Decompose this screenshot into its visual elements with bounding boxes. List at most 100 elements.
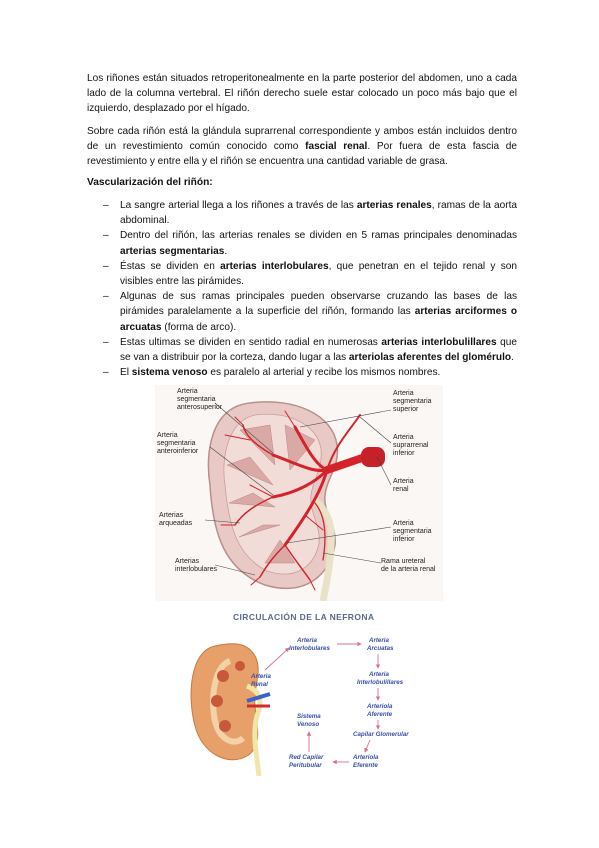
bullet-dash: – bbox=[103, 260, 109, 272]
leader-lines bbox=[204, 402, 392, 576]
label-supra-line2: suprarrenal bbox=[393, 442, 429, 449]
interlobular-arteries bbox=[220, 410, 324, 591]
figure2-title: CIRCULACIÓN DE LA NEFRONA bbox=[233, 611, 374, 622]
kidney-pyramids bbox=[211, 661, 245, 732]
term-arterias-interlobulillares: arterias interlobulillares bbox=[381, 336, 497, 348]
arrow-capilar-to-efer bbox=[364, 739, 371, 753]
label-seg-antsup-line2: segmentaria bbox=[177, 396, 216, 403]
node-interlobul-line2: Interlobulillares bbox=[357, 679, 404, 686]
label-renal-line2: renal bbox=[393, 486, 409, 493]
kidney-arteries-figure: Arteria segmentaria anterosuperior Arter… bbox=[155, 385, 443, 601]
node-afer-line1: Arteriola bbox=[366, 703, 393, 710]
term-arterias-arciformes: arterias arciformes o arcuatas bbox=[120, 306, 517, 333]
kidney-illustration bbox=[190, 643, 271, 777]
bullet-text: . bbox=[224, 245, 228, 257]
label-renal-line1: Arteria bbox=[393, 478, 414, 485]
anterosuperior-segmental-artery bbox=[271, 453, 329, 473]
label-ureteral-line1: Rama ureteral bbox=[381, 558, 426, 565]
label-seg-antinf-line1: Arteria bbox=[157, 432, 178, 439]
list-item: –Éstas se dividen en arterias interlobul… bbox=[87, 259, 517, 289]
pyramid bbox=[235, 661, 245, 671]
label-interlob-line1: Arterias bbox=[175, 558, 200, 565]
node-arc-line2: Arcuatas bbox=[366, 645, 394, 652]
term-arterias-segmentarias: arterias segmentarias bbox=[120, 245, 225, 257]
renal-artery-origin bbox=[361, 447, 385, 467]
arterial-tree bbox=[220, 410, 369, 591]
term-arteriolas-aferentes: arteriolas aferentes del glomérulo bbox=[348, 352, 512, 364]
node-interlob-line1: Arteria bbox=[296, 637, 318, 644]
term-arterias-renales: arterias renales bbox=[356, 200, 432, 211]
label-seg-sup-line2: segmentaria bbox=[393, 398, 432, 405]
label-supra-line1: Arteria bbox=[393, 434, 414, 441]
label-seg-sup-line3: superior bbox=[393, 406, 419, 413]
bullet-text: Estas ultimas se dividen en sentido radi… bbox=[120, 336, 382, 348]
arrow-renal-to-interlob bbox=[264, 647, 290, 671]
label-arq-line2: arqueadas bbox=[159, 520, 193, 527]
label-ureteral-line2: de la arteria renal bbox=[381, 566, 436, 573]
flow-nodes: Arteria Renal Arteria Interlobulares Art… bbox=[250, 637, 409, 769]
pyramid bbox=[264, 539, 296, 564]
label-seg-antsup-line1: Arteria bbox=[177, 388, 198, 395]
pyramid bbox=[226, 456, 274, 486]
node-interlob-line2: Interlobulares bbox=[289, 645, 330, 652]
renal-vein bbox=[246, 692, 271, 703]
label-arq-line1: Arterias bbox=[159, 512, 184, 519]
section-heading: Vascularización del riñón: bbox=[87, 177, 213, 188]
leader-line bbox=[376, 456, 392, 486]
node-renal-line1: Arteria bbox=[250, 673, 272, 680]
leader-line bbox=[286, 526, 392, 544]
node-venoso-line1: Sistema bbox=[297, 713, 321, 720]
leader-line bbox=[214, 402, 274, 454]
flow-arrows bbox=[264, 641, 381, 765]
bullet-dash: – bbox=[103, 367, 109, 379]
node-afer-line2: Aferente bbox=[366, 711, 393, 718]
superior-segmental-artery bbox=[293, 425, 329, 472]
list-item: –Dentro del riñón, las arterias renales … bbox=[87, 228, 517, 258]
leader-line bbox=[214, 564, 256, 576]
node-interlobul-line1: Arteria bbox=[368, 671, 390, 678]
nephron-circulation-figure: CIRCULACIÓN DE LA NEFRONA Arteria Renal … bbox=[190, 611, 409, 777]
bullet-text: , que penetran en el tejido renal y son … bbox=[120, 260, 517, 288]
bullet-text: es paralelo al arterial y recibe los mis… bbox=[207, 367, 441, 379]
list-item: –Algunas de sus ramas principales pueden… bbox=[87, 289, 517, 335]
bullet-dash: – bbox=[103, 230, 109, 242]
list-item: –Estas ultimas se dividen en sentido rad… bbox=[87, 335, 517, 365]
bullet-text: La sangre arterial llega a los riñones a… bbox=[120, 200, 357, 211]
figure1-labels: Arteria segmentaria anterosuperior Arter… bbox=[157, 388, 436, 573]
bullet-text: , ramas de la aorta abdominal. bbox=[120, 200, 517, 227]
leader-line bbox=[209, 446, 274, 496]
term-fascial-renal: fascial renal bbox=[305, 141, 368, 153]
vascular-bullet-list: – La sangre arterial llega a los riñones … bbox=[87, 198, 517, 380]
node-arc-line1: Arteria bbox=[368, 637, 390, 644]
bullet-text: Éstas se dividen en bbox=[120, 260, 221, 272]
node-capilar: Capilar Glomerular bbox=[353, 731, 409, 738]
paragraph-location-text: Los riñones están situados retroperitone… bbox=[87, 73, 517, 115]
anteroinferior-segmental-artery bbox=[271, 468, 329, 499]
ureter bbox=[312, 497, 335, 601]
bullet-text: (forma de arco). bbox=[161, 321, 237, 333]
paragraph-fascia-text-end: . Por fuera de esta fascia de revestimie… bbox=[87, 141, 517, 168]
paragraph-fascia: Sobre cada riñón está la glándula suprar… bbox=[87, 124, 517, 170]
ureter bbox=[245, 683, 263, 777]
pyramid bbox=[228, 492, 276, 508]
bullet-text: . bbox=[511, 352, 514, 364]
paragraph-location: Los riñones están situados retroperitone… bbox=[87, 71, 517, 117]
leader-line bbox=[299, 409, 392, 428]
pyramid bbox=[284, 424, 316, 471]
node-renal-line2: Renal bbox=[251, 681, 268, 688]
node-venoso-line2: Venoso bbox=[297, 721, 319, 728]
leader-line bbox=[204, 519, 241, 524]
label-seg-sup-line1: Arteria bbox=[393, 390, 414, 397]
bullet-text: que se van a distribuir por la corteza, … bbox=[120, 336, 517, 364]
bullet-text: Algunas de sus ramas principales pueden … bbox=[120, 291, 517, 318]
term-arterias-interlobulares: arterias interlobulares bbox=[220, 260, 329, 272]
label-seg-inf-line1: Arteria bbox=[393, 520, 414, 527]
label-interlob-line2: interlobulares bbox=[175, 566, 218, 573]
node-efer-line1: Arteriola bbox=[352, 754, 379, 761]
label-seg-inf-line2: segmentaria bbox=[393, 528, 432, 535]
term-sistema-venoso: sistema venoso bbox=[131, 367, 208, 379]
list-item: –La sangre arterial llega a los riñones … bbox=[87, 198, 517, 228]
label-supra-line3: inferior bbox=[393, 450, 415, 457]
bullet-text: Dentro del riñón, las arterias renales s… bbox=[120, 230, 517, 242]
